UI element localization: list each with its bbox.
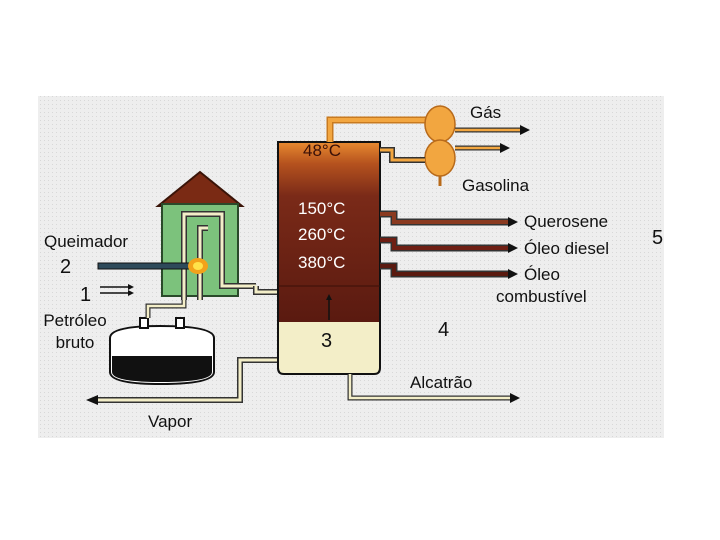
oleo-label-line1: Óleo [524, 265, 560, 284]
tower-residue [278, 322, 380, 374]
diesel-outlet [380, 236, 518, 253]
crude-oil-tank [109, 317, 215, 386]
oleo-label-line2: combustível [496, 287, 587, 306]
petroleo-label-line2: bruto [55, 333, 95, 352]
feed-arrows [100, 284, 134, 296]
temp-260: 260°C [298, 225, 346, 244]
alcatrao-label: Alcatrão [410, 373, 473, 392]
gasolina-outlet [455, 143, 510, 153]
tower-upper [278, 142, 380, 322]
burner-pipe [97, 262, 191, 270]
distillation-tower [277, 141, 381, 375]
querosene-label: Querosene [524, 212, 609, 231]
alcatrao-outlet [347, 374, 520, 403]
tank-furnace-pipe [145, 300, 187, 318]
temp-48: 48°C [303, 141, 341, 160]
number-2: 2 [60, 256, 72, 278]
furnace [155, 170, 256, 300]
gas-label: Gás [470, 103, 502, 122]
burner [97, 258, 208, 274]
number-5: 5 [652, 227, 664, 249]
temp-150: 150°C [298, 199, 346, 218]
number-3: 3 [321, 330, 333, 352]
oleo-diesel-label: Óleo diesel [524, 239, 610, 258]
temp-380: 380°C [298, 253, 346, 272]
gas-pipe [326, 116, 440, 142]
fuel-oil-outlet [380, 262, 518, 279]
gasolina-label: Gasolina [462, 176, 530, 195]
petroleo-label-line1: Petróleo [43, 311, 107, 330]
furnace-tower-pipe [253, 286, 280, 295]
vapor-label: Vapor [148, 412, 193, 431]
gasoline-pipe [380, 147, 425, 163]
number-1: 1 [80, 284, 92, 306]
tower-outline [277, 141, 381, 375]
vapor-arrow [86, 395, 98, 405]
queimador-label: Queimador [44, 232, 129, 251]
vapor-pipe [86, 357, 286, 405]
querosene-outlet [380, 210, 518, 227]
number-4: 4 [438, 319, 450, 341]
gas-outlet [455, 125, 530, 135]
